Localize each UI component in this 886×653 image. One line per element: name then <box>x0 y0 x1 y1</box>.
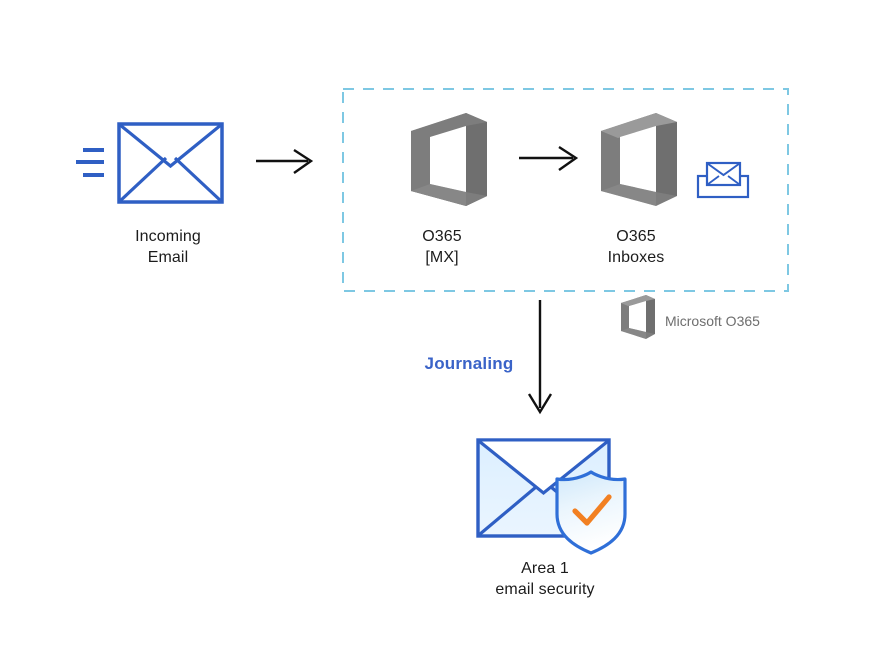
email-shield-icon <box>476 438 627 555</box>
arrow-mx-to-inboxes <box>519 145 579 171</box>
node-label-o365-mx: O365 [MX] <box>422 228 462 266</box>
office365-icon-mx <box>411 113 487 206</box>
arrow-incoming-to-mx <box>256 148 314 174</box>
legend-label-microsoft-o365: Microsoft O365 <box>665 313 760 329</box>
node-label-o365-inboxes: O365 Inboxes <box>607 228 665 266</box>
inbox-tray-icon <box>696 161 750 199</box>
arrow-journaling-down <box>527 300 553 415</box>
o365-group-dashed-box <box>342 88 789 292</box>
edge-label-journaling: Journaling <box>424 354 514 373</box>
office365-icon-legend <box>621 295 655 339</box>
node-label-area1: Area 1 email security <box>495 560 595 598</box>
node-label-incoming-email: Incoming Email <box>135 228 201 266</box>
envelope-icon <box>76 122 224 204</box>
office365-icon-inboxes <box>601 113 677 206</box>
